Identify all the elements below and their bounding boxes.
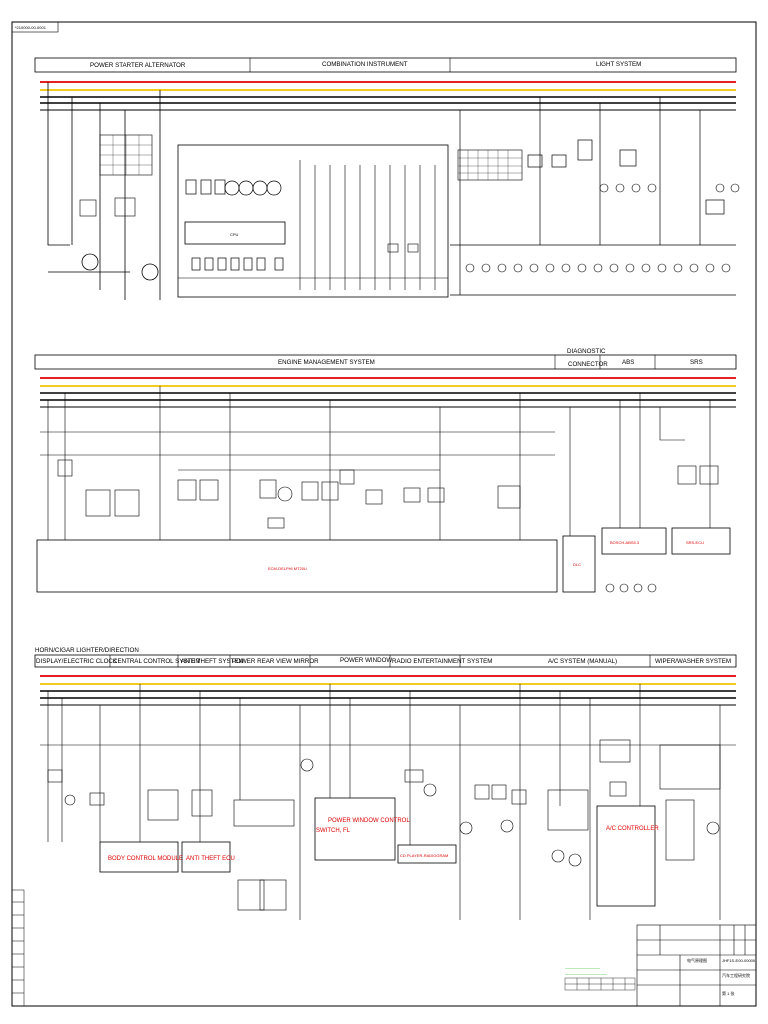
revision-column xyxy=(11,889,25,1007)
power-window-label-1: POWER WINDOW CONTROL xyxy=(328,818,410,824)
middle-header-bar xyxy=(34,354,737,370)
srs-box xyxy=(671,527,731,555)
header-power-mirror: POWER REAR VIEW MIRROR xyxy=(232,658,319,665)
ecm-box xyxy=(36,539,558,593)
title-block-drawing-name: 电气原理图 xyxy=(687,957,707,963)
srs-label: SRS-ECU xyxy=(686,540,704,545)
title-block-code: JHF1S-E00-00000 xyxy=(722,958,756,963)
body-components xyxy=(47,739,721,911)
wire-legend-grid xyxy=(564,977,636,991)
green-note-2: ———————————— xyxy=(565,972,608,976)
title-block xyxy=(636,924,757,1007)
ac-box xyxy=(596,805,656,907)
starter-motor-icon xyxy=(81,253,99,271)
bottom-header-bar xyxy=(34,654,737,668)
top-header-bar xyxy=(34,57,737,73)
anti-theft-box xyxy=(181,841,231,873)
abs-box xyxy=(601,527,667,555)
dlc-label: DLC xyxy=(573,562,581,567)
abs-label: BOSCH-ABS5.3 xyxy=(610,540,640,545)
power-window-box xyxy=(314,797,396,861)
title-block-company: 汽车工程研究院 xyxy=(722,972,750,978)
anti-theft-label: ANTI THEFT ECU xyxy=(186,856,235,862)
cpu-label: CPU xyxy=(230,232,239,237)
header-anti-theft: ANTI THEFT SYSTEM xyxy=(181,658,244,665)
header-light-system: LIGHT SYSTEM xyxy=(596,61,641,68)
gauge-icons xyxy=(185,179,284,271)
green-note-1: —————————— xyxy=(565,966,601,970)
drawing-code: *210000-00-0001 xyxy=(15,25,47,30)
drawing-code-box xyxy=(11,21,59,33)
header-ac: A/C SYSTEM (MANUAL) xyxy=(548,658,617,665)
section-top: POWER STARTER ALTERNATOR COMBINATION INS… xyxy=(34,57,740,300)
lamp-icons xyxy=(465,183,740,273)
header-diagnostic-line1: DIAGNOSTIC xyxy=(567,348,606,355)
header-diagnostic: CONNECTOR xyxy=(568,361,608,368)
header-combination-instrument: COMBINATION INSTRUMENT xyxy=(322,61,408,68)
title-block-sheet: 第 1 张 xyxy=(722,990,734,996)
dlc-box xyxy=(562,535,596,593)
cpu-box xyxy=(184,221,286,245)
header-central-control: CENTRAL CONTROL SYSTEM xyxy=(113,658,201,665)
header-radio: RADIO ENTERTAINMENT SYSTEM xyxy=(392,658,492,665)
cd-player-box xyxy=(397,844,457,864)
instrument-cluster-frame xyxy=(177,144,449,298)
header-display-clock: DISPLAY/ELECTRIC CLOCK xyxy=(36,658,118,665)
sheet-border xyxy=(11,21,757,1007)
header-power-starter: POWER STARTER ALTERNATOR xyxy=(90,62,186,69)
light-switch-matrix xyxy=(457,149,523,181)
ac-label: A/C CONTROLLER xyxy=(606,826,659,832)
section-middle: ENGINE MANAGEMENT SYSTEM DIAGNOSTIC CONN… xyxy=(34,348,737,593)
header-srs: SRS xyxy=(690,359,703,366)
header-abs: ABS xyxy=(622,359,634,366)
header-horn-cigar: HORN/CIGAR LIGHTER/DIRECTION xyxy=(35,647,139,654)
section-bottom: HORN/CIGAR LIGHTER/DIRECTION DISPLAY/ELE… xyxy=(11,647,757,1007)
ecm-label: ECM-DELPHI MT20U xyxy=(268,566,307,571)
alternator-icon xyxy=(141,263,159,281)
bcm-label: BODY CONTROL MODULE xyxy=(108,856,183,862)
ems-components xyxy=(57,459,719,593)
cd-player-label: CD PLAYER-RADIOGRAM xyxy=(400,853,448,858)
power-window-label-2: SWITCH, FL xyxy=(316,828,351,834)
bcm-box xyxy=(99,841,179,873)
header-wiper: WIPER/WASHER SYSTEM xyxy=(655,658,731,665)
header-engine-management: ENGINE MANAGEMENT SYSTEM xyxy=(278,359,375,366)
header-power-window: POWER WINDOW xyxy=(340,657,392,664)
